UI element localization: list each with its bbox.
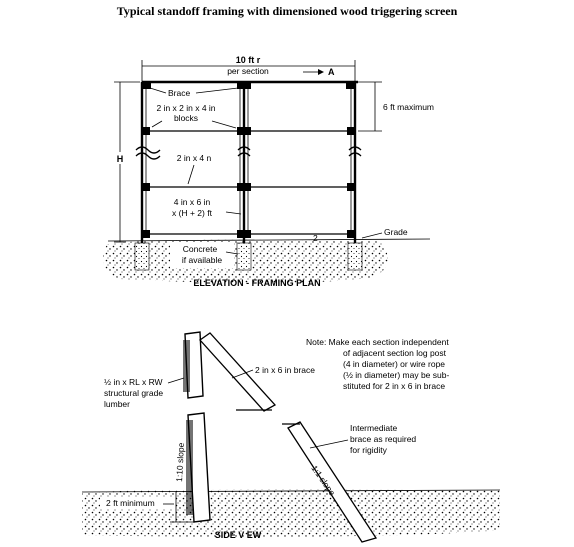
note-line-4: (½ in diameter) may be sub- [343, 370, 449, 380]
brace-2x6-label: 2 in x 6 in brace [255, 365, 315, 375]
blocks-label: 2 in x 2 in x 4 in [156, 103, 215, 113]
post-label-sub: x (H + 2) ft [172, 208, 213, 218]
dimension-mark: 2 [313, 233, 318, 243]
lumber-label-1: ½ in x RL x RW [104, 377, 163, 387]
elevation-caption: ELEVATION - FRAMING PLAN [193, 278, 320, 288]
grade-label: Grade [384, 227, 408, 237]
width-label-sub: per section [227, 66, 269, 76]
footing-left [134, 242, 150, 271]
block [346, 83, 354, 89]
rail-label: 2 in x 4 n [177, 153, 212, 163]
block [143, 83, 151, 89]
footing-right [347, 242, 363, 271]
note-line-1: Note: Make each section independent [306, 337, 449, 347]
min-depth-label: 2 ft minimum [106, 498, 155, 508]
side-view: 1:1 slope 1:10 slope 2 in x 6 in brace ½… [81, 331, 501, 543]
brace-2x6 [199, 332, 277, 412]
side-caption: SIDE V EW [215, 530, 262, 540]
intermediate-label-3: for rigidity [350, 445, 388, 455]
brace-label: Brace [168, 88, 190, 98]
note-line-2: of adjacent section log post [343, 348, 447, 358]
lumber-label-2: structural grade [104, 388, 163, 398]
intermediate-label-2: brace as required [350, 434, 416, 444]
blocks-label-sub: blocks [174, 113, 198, 123]
lumber-label-3: lumber [104, 399, 130, 409]
marker-a: A [328, 67, 335, 77]
side-ground [82, 489, 500, 537]
concrete-label-sub: if available [182, 255, 222, 265]
max-height-label: 6 ft maximum [383, 102, 434, 112]
concrete-label: Concrete [183, 244, 218, 254]
block [237, 83, 251, 89]
post-label: 4 in x 6 in [174, 197, 211, 207]
page-title: Typical standoff framing with dimensione… [116, 4, 458, 18]
height-label: H [117, 154, 124, 164]
note-line-3: (4 in diameter) or wire rope [343, 359, 445, 369]
elevation-view: 10 ft r per section [103, 55, 434, 288]
intermediate-label-1: Intermediate [350, 423, 398, 433]
grade-line [107, 238, 431, 242]
side-grade-line [81, 489, 501, 493]
slope-1-10-label: 1:10 slope [174, 442, 186, 482]
footing-middle [236, 242, 252, 271]
width-label: 10 ft r [236, 55, 261, 65]
note-line-5: stituted for 2 in x 6 in brace [343, 381, 445, 391]
